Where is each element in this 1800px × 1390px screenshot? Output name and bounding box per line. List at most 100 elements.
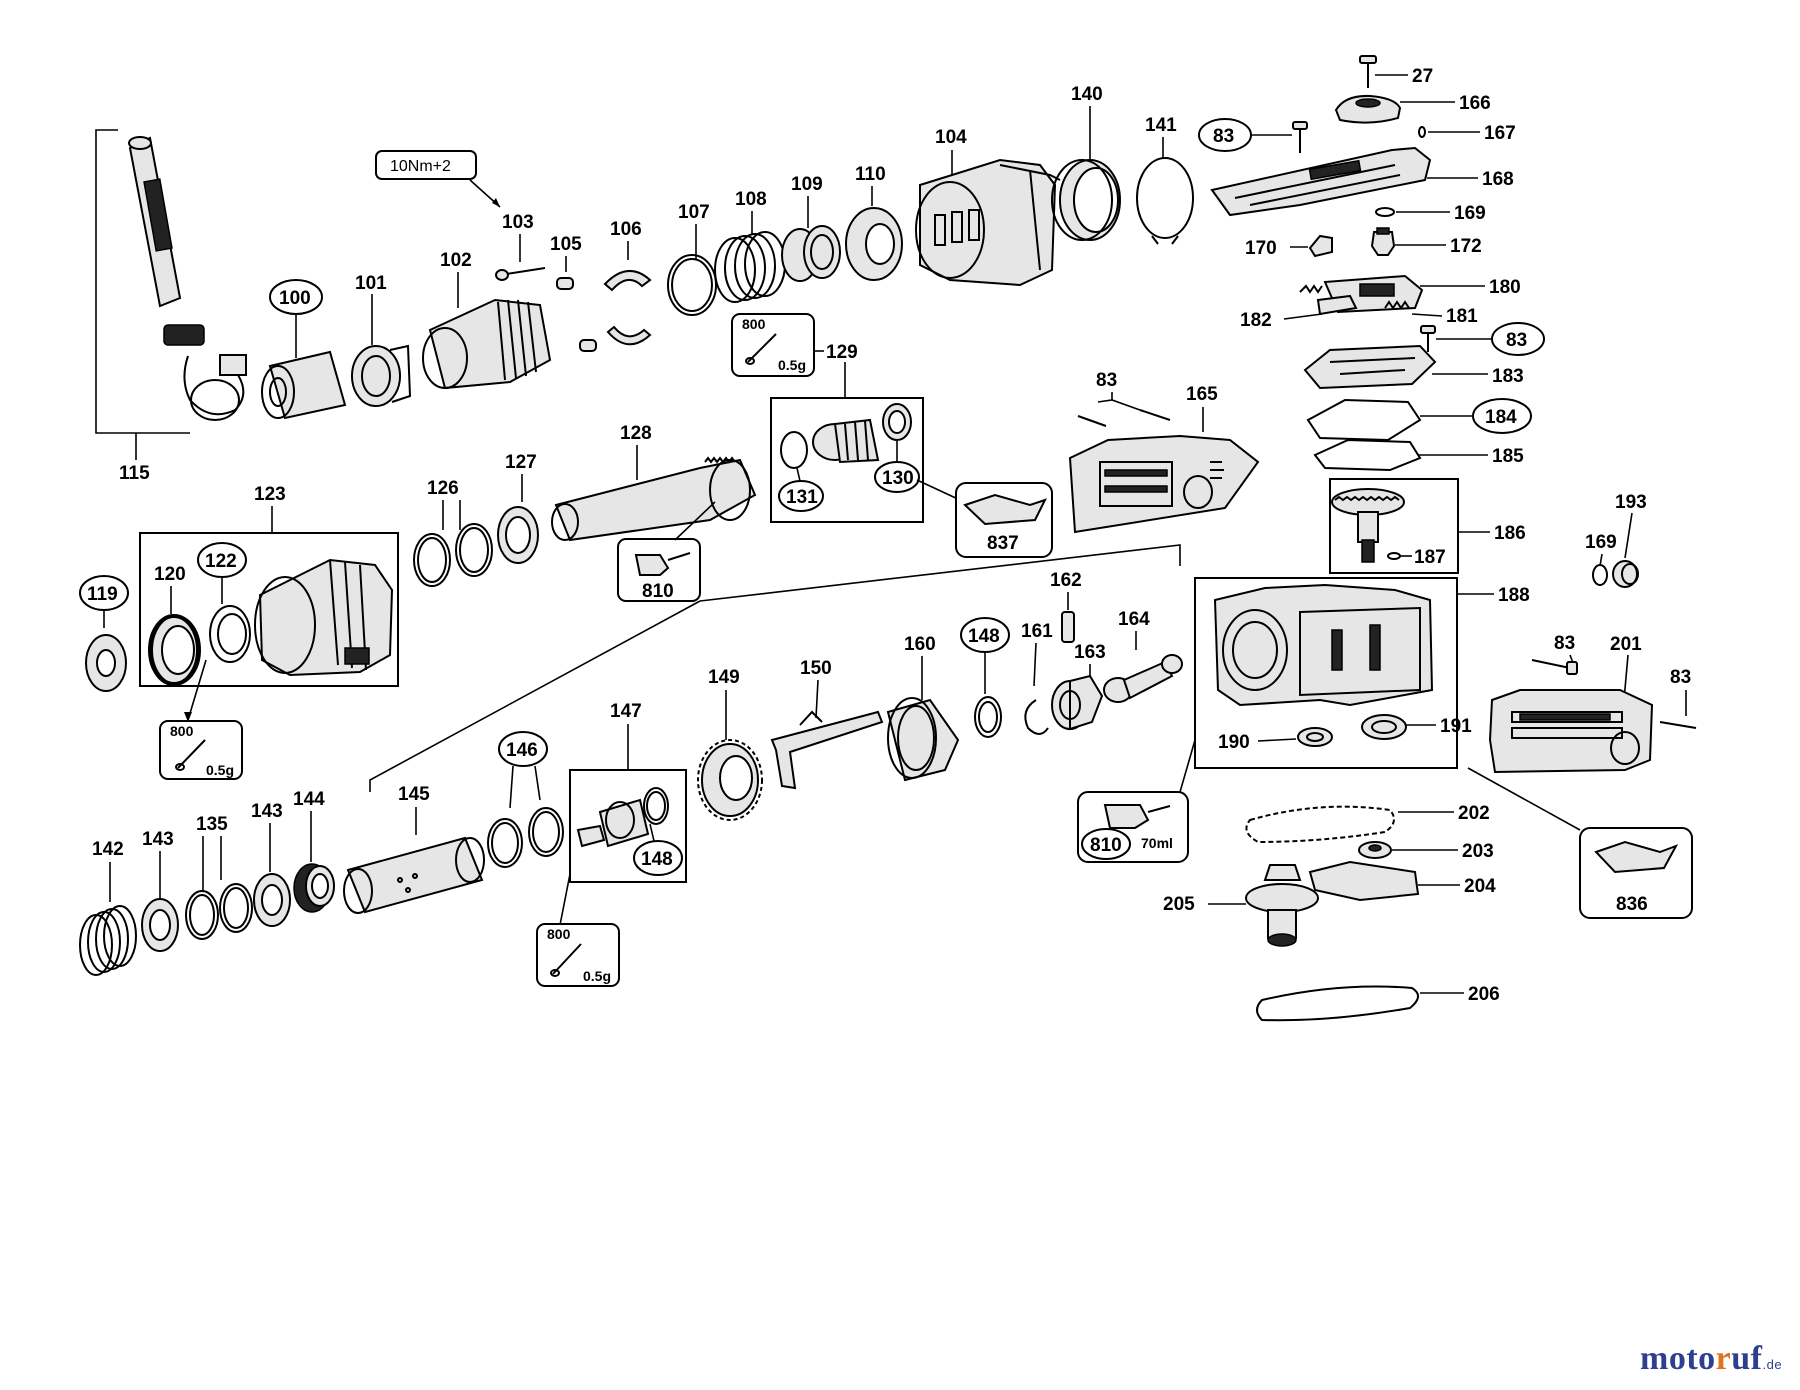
bracket-115 [95,129,190,434]
part-127-bushing [497,506,539,564]
part-141-retaining-ring [1136,157,1194,245]
part-161-snap-ring [1024,699,1049,735]
watermark-part1: moto [1640,1340,1716,1377]
label-102: 102 [440,250,472,271]
label-206: 206 [1468,984,1500,1005]
box-123 [139,532,399,687]
grease-gun-icon-147 [550,943,582,977]
label-188: 188 [1498,585,1530,606]
label-205: 205 [1163,894,1195,915]
label-109: 109 [791,174,823,195]
part-836-grease-clip [1594,840,1679,874]
part-162-pin [1061,611,1075,643]
label-810-b: 810 [1090,835,1122,856]
part-126-ring-b [455,523,493,577]
part-126-ring-a [413,533,451,587]
label-165: 165 [1186,384,1218,405]
part-120-seal [148,614,201,686]
label-106: 106 [610,219,642,240]
label-164: 164 [1118,609,1150,630]
part-115-side-handle: DEWALT [128,136,247,421]
part-102-chuck-sleeve [422,298,552,390]
label-104: 104 [935,127,967,148]
part-160-bearing-sleeve [886,697,960,782]
part-202-chain [1245,805,1395,844]
label-83-e: 83 [1096,370,1117,391]
part-135-ring-b [219,883,253,933]
grease-amount-129: 0.5g [778,357,806,373]
label-168: 168 [1482,169,1514,190]
label-181: 181 [1446,306,1478,327]
part-128-spindle [551,456,757,542]
part-130-o-ring [882,403,912,441]
label-140: 140 [1071,84,1103,105]
torque-note-box [375,150,477,180]
label-148-b: 148 [968,626,1000,647]
label-123: 123 [254,484,286,505]
part-169-o-ring [1375,207,1395,217]
part-186-gear-shaft [1331,488,1405,563]
callout-810-b [1081,828,1131,860]
label-83-a: 83 [1213,126,1234,147]
part-168-top-cover [1210,146,1432,217]
part-106-half-ring-b [606,325,652,346]
part-169-b-ring [1592,564,1608,586]
label-122: 122 [205,551,237,572]
label-160: 160 [904,634,936,655]
grease-code-147: 800 [547,926,571,942]
part-140-bearing-ring [1051,159,1121,241]
part-188-gear-housing [1213,583,1434,707]
label-83-c: 83 [1554,633,1575,654]
label-105: 105 [550,234,582,255]
label-180: 180 [1489,277,1521,298]
torque-note: 10Nm+2 [390,158,451,175]
label-27: 27 [1412,66,1433,87]
watermark-part3: uf [1731,1340,1763,1377]
label-182: 182 [1240,310,1272,331]
part-103-screw [495,267,546,281]
label-147: 147 [610,701,642,722]
label-166: 166 [1459,93,1491,114]
callout-148-a [633,840,683,876]
callout-131 [778,480,824,512]
part-163-piston [1051,674,1104,731]
label-169-a: 169 [1454,203,1486,224]
part-122-seal-ring [209,605,251,663]
part-135-ring-a [185,890,219,940]
part-146-ring-b [528,807,564,857]
part-183-base-plate [1303,344,1437,390]
callout-83-b [1491,322,1545,356]
part-190-bearing [1297,727,1333,747]
label-115: 115 [119,463,150,484]
label-131: 131 [786,487,818,508]
grease-gun-icon [175,739,206,771]
part-206-belt [1256,985,1419,1022]
label-837: 837 [987,533,1019,554]
label-836: 836 [1616,894,1648,915]
label-183: 183 [1492,366,1524,387]
label-185: 185 [1492,446,1524,467]
label-103: 103 [502,212,534,233]
part-147-striker [576,798,650,848]
part-191-needle-bearing [1361,714,1407,740]
label-108: 108 [735,189,767,210]
part-150-wobble-shaft [770,710,884,790]
label-161: 161 [1021,621,1053,642]
arrow-head-icon [184,712,192,722]
part-104-front-housing [915,158,1061,287]
arrow-head-icon [492,198,500,207]
part-148-a-ring [643,787,669,825]
part-146-ring-a [487,818,523,868]
part-149-gear [697,739,763,821]
part-184-gasket [1306,398,1422,442]
part-165-side-cover [1068,434,1260,534]
part-131-ring [780,431,808,469]
label-167: 167 [1484,123,1516,144]
part-203-small-gear [1358,841,1392,859]
oil-can-icon [1103,804,1171,829]
grease-code-129: 800 [742,316,766,332]
part-201-side-cover [1488,689,1654,774]
label-190: 190 [1218,732,1250,753]
label-186: 186 [1494,523,1526,544]
label-145: 145 [398,784,430,805]
